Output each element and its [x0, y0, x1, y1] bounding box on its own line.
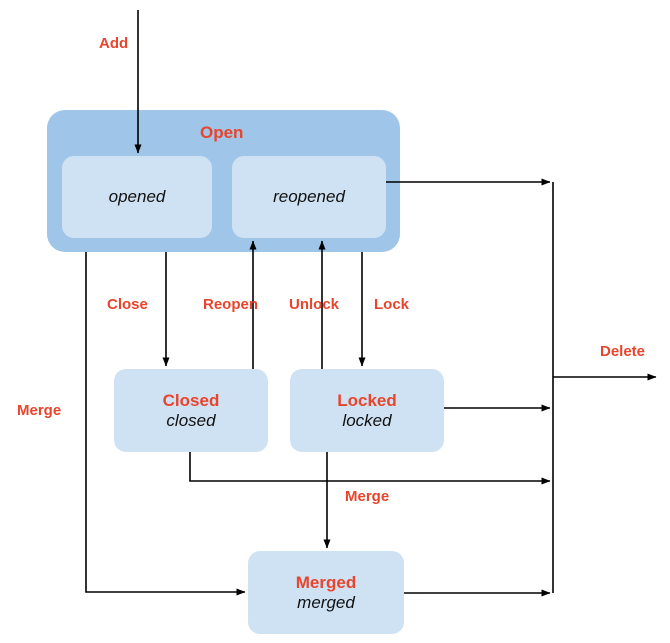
state-merged-name: Merged — [295, 573, 357, 593]
edge-label-merge-left: Merge — [17, 402, 62, 419]
state-closed-event: closed — [166, 410, 216, 430]
group-open-title: Open — [200, 123, 244, 142]
state-opened[interactable]: opened — [62, 156, 212, 238]
state-merged[interactable]: Merged merged — [248, 551, 404, 634]
edge-label-close: Close — [107, 296, 148, 313]
state-reopened[interactable]: reopened — [232, 156, 386, 238]
edge-label-delete: Delete — [600, 343, 646, 360]
edge-label-lock: Lock — [374, 296, 410, 313]
state-opened-event: opened — [108, 187, 166, 206]
state-locked-event: locked — [342, 410, 392, 430]
edge-label-merge-center: Merge — [345, 488, 390, 505]
state-merged-event: merged — [297, 592, 355, 612]
state-locked[interactable]: Locked locked — [290, 369, 444, 452]
arrow-closed-to-delete-rail — [189, 452, 551, 485]
state-reopened-event: reopened — [273, 187, 345, 206]
edge-label-reopen: Reopen — [203, 296, 259, 313]
state-locked-name: Locked — [337, 391, 397, 411]
edge-label-add: Add — [99, 35, 129, 52]
state-closed[interactable]: Closed closed — [114, 369, 268, 452]
state-closed-name: Closed — [162, 391, 220, 411]
edge-label-unlock: Unlock — [289, 296, 340, 313]
